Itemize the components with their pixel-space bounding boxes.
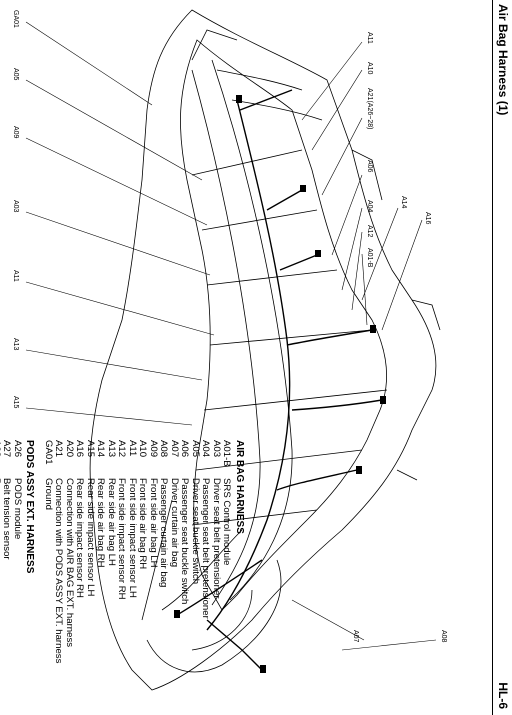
callout-label: A14 <box>400 196 407 209</box>
legend-code: A08 <box>158 440 170 458</box>
legend-description: Front side impact sensor LH <box>127 478 138 598</box>
legend-description: Rear side air bag LH <box>106 478 117 566</box>
legend-description: Connection with AIR BAG EXT. harness <box>64 478 75 648</box>
legend-code: A07 <box>169 440 180 458</box>
callout-label: A11 <box>366 32 373 44</box>
legend-description: Front side air bag RH <box>137 478 149 570</box>
leader-lines <box>25 21 437 651</box>
legend-description: Pressure sensor <box>0 478 2 548</box>
legend-code: A04 <box>200 440 212 458</box>
legend-description: Connection with PODS ASSY EXT. harness <box>53 478 65 664</box>
callout-label: A09 <box>12 126 19 139</box>
legend-description: PODS module <box>12 478 23 540</box>
legend-code: A06 <box>179 440 191 458</box>
callout-label: A03 <box>12 200 19 213</box>
legend-title-pods: PODS ASSY EXT. HARNESS <box>24 440 36 574</box>
legend-code: A11 <box>127 440 138 457</box>
connectors <box>174 95 386 673</box>
callout-label: A15 <box>12 396 19 409</box>
legend-description: Rear side air bag RH <box>95 478 107 568</box>
callout-label: A04 <box>366 200 373 213</box>
callout-label: A08 <box>440 630 447 643</box>
legend-code: A27 <box>1 440 13 458</box>
legend-description: Front side air bag LH <box>148 478 159 568</box>
legend-description: Driver seat buckle switch <box>190 478 201 585</box>
legend-code: A26 <box>12 440 23 458</box>
legend-description: Driver curtain air bag <box>169 478 180 568</box>
legend-code: A16 <box>74 440 86 458</box>
legend-code: A10 <box>137 440 149 458</box>
legend-code: A05 <box>190 440 201 458</box>
legend-description: Passenger curtain air bag <box>158 478 170 588</box>
callout-label: A21(A26~28) <box>366 88 373 129</box>
harness-diagram: GA01A05A09A03A11A13A15A11A10A21(A26~28)A… <box>12 9 447 691</box>
harness-wires <box>176 89 383 671</box>
legend-code: GA01 <box>43 440 54 465</box>
callout-label: A16 <box>424 212 431 225</box>
legend-code: A03 <box>211 440 222 458</box>
legend-description: Front side impact sensor RH <box>116 478 128 600</box>
header-rule <box>492 0 493 715</box>
callout-label: A01-B <box>366 248 373 268</box>
legend-description: Ground <box>43 478 54 510</box>
legend-description: Rear side impact sensor LH <box>85 478 96 597</box>
legend-code: A28 <box>0 440 2 458</box>
legend-row: A01-B SRS Control module <box>221 440 233 710</box>
callout-label: GA01 <box>12 10 19 28</box>
callout-label: A12 <box>366 225 373 238</box>
legend-code: A12 <box>116 440 128 458</box>
callout-label: A11 <box>12 270 19 282</box>
callout-labels: GA01A05A09A03A11A13A15A11A10A21(A26~28)A… <box>12 10 447 643</box>
legend-code: A20 <box>64 440 75 458</box>
callout-label: A06 <box>366 160 373 173</box>
legend-code: A01-B <box>221 440 233 467</box>
legend-description: Belt tension sensor <box>1 478 13 560</box>
page-title: Air Bag Harness (1) <box>496 4 510 116</box>
callout-label: A05 <box>12 68 19 81</box>
vehicle-body <box>89 9 441 691</box>
legend-gap <box>35 440 43 710</box>
page-number: HL-6 <box>496 682 510 709</box>
callout-label: A13 <box>12 338 19 351</box>
legend-code: A15 <box>85 440 96 458</box>
legend-code: A14 <box>95 440 107 458</box>
legend-description: Passenger seat buckle switch <box>179 478 191 605</box>
legend-description: Driver seat belt pretensioner <box>211 478 222 599</box>
legend-title-air-bag: AIR BAG HARNESS <box>234 440 245 534</box>
callout-label: A10 <box>366 62 373 75</box>
legend-description: SRS Control module <box>221 478 233 566</box>
legend-code: A13 <box>106 440 117 458</box>
callout-label: A07 <box>352 630 359 643</box>
legend-description: Rear side impact sensor RH <box>74 478 86 598</box>
legend-code: A09 <box>148 440 159 458</box>
legend-code: A21 <box>53 440 65 458</box>
legend-description: Passenger seat belt pretensioner <box>200 478 212 619</box>
